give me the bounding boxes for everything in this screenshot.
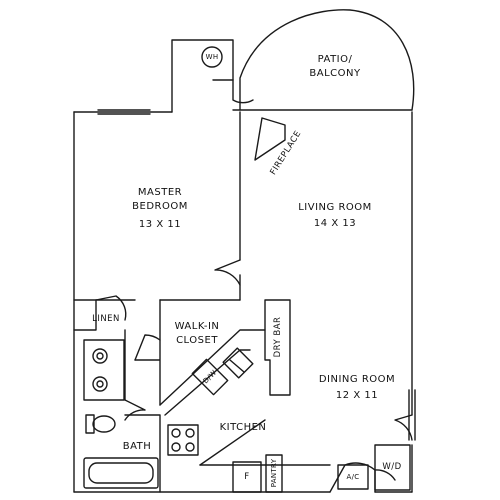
label-patio: PATIO/ BALCONY	[309, 54, 361, 79]
label-water-heater: WH	[205, 53, 219, 61]
fridge-box	[232, 461, 262, 493]
label-washer-dryer: W/D	[382, 462, 402, 472]
door-bath	[124, 399, 146, 421]
fireplace-shape	[254, 117, 286, 161]
closet-diagonal	[159, 329, 266, 406]
label-linen: LINEN	[92, 314, 120, 324]
toilet	[85, 414, 116, 434]
label-dry-bar: DRY BAR	[273, 316, 283, 358]
wall-bath	[124, 329, 161, 493]
dishwasher-box	[191, 358, 229, 396]
ac-box	[337, 464, 369, 490]
label-kitchen: KITCHEN	[219, 422, 267, 433]
window-bedroom	[97, 109, 151, 115]
label-dining-room-size: 12 X 11	[335, 390, 379, 401]
sink-bottom	[92, 376, 108, 392]
sink-top	[92, 348, 108, 364]
door-patio	[232, 79, 254, 104]
wd-box	[374, 444, 411, 491]
label-master-bedroom-size: 13 X 11	[138, 219, 182, 230]
stove	[167, 424, 199, 456]
door-right	[394, 414, 413, 441]
label-bath: BATH	[122, 441, 152, 452]
wall-closet	[134, 299, 161, 406]
patio-arc	[239, 9, 415, 111]
door-bedroom	[214, 259, 241, 286]
label-walk-in-closet: WALK-IN CLOSET	[174, 321, 220, 346]
door-wd	[374, 469, 396, 493]
label-fridge: F	[244, 472, 250, 482]
label-living-room: LIVING ROOM	[298, 202, 372, 213]
label-ac: A/C	[346, 473, 360, 481]
pantry-box	[265, 454, 283, 493]
water-heater-circle	[201, 46, 223, 68]
label-living-room-size: 14 X 13	[313, 218, 357, 229]
wall-linen	[73, 299, 97, 331]
wh-closet-walls	[171, 39, 234, 113]
label-pantry: PANTRY	[270, 458, 278, 488]
vanity	[83, 339, 125, 401]
door-closet	[134, 334, 161, 361]
bathtub	[83, 457, 159, 489]
label-dining-room: DINING ROOM	[318, 374, 396, 385]
drybar-wall	[264, 299, 291, 396]
kitchen-sink	[222, 347, 254, 379]
door-linen	[95, 295, 127, 321]
label-master-bedroom: MASTER BEDROOM	[132, 187, 188, 212]
